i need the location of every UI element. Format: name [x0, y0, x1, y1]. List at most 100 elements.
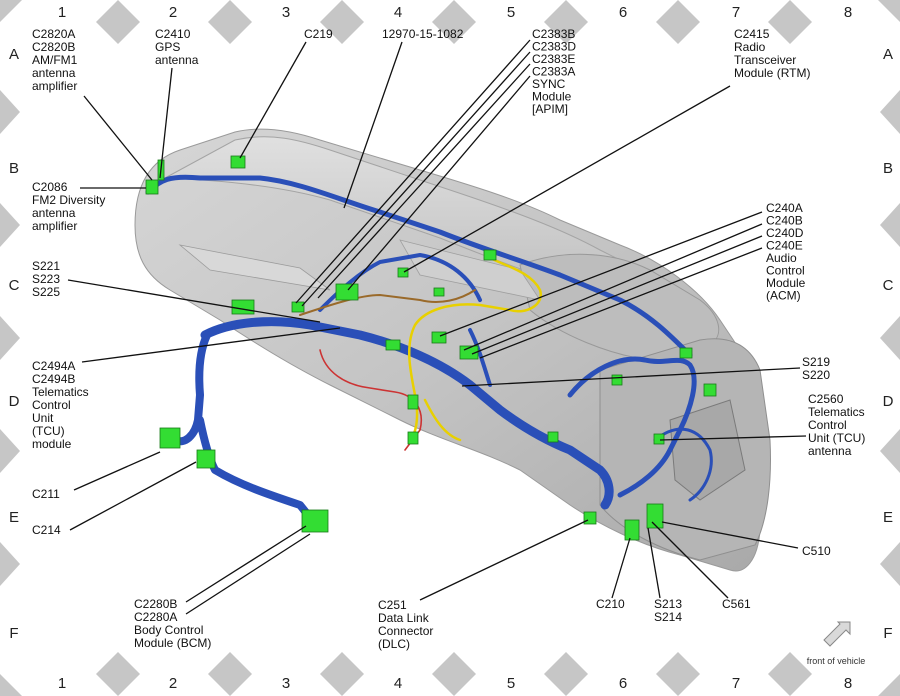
callout-c2415-rtm: C2415 Radio Transceiver Module (RTM) [734, 27, 810, 80]
connector-c211 [159, 427, 181, 449]
leader-c2383e [317, 63, 531, 299]
leader-c2410 [159, 67, 173, 179]
grid-row-e: E [9, 509, 19, 526]
callout-s213: S213 S214 [654, 597, 685, 624]
grid-col-8: 8 [844, 4, 852, 21]
callout-c2410: C2410 GPS antenna [155, 27, 199, 67]
connector-center-2 [433, 287, 445, 297]
leader-c2560 [659, 435, 807, 441]
connector-c251 [583, 511, 597, 525]
leader-s213 [647, 527, 661, 599]
connector-c2383 [335, 283, 359, 301]
callout-part-number: 12970-15-1082 [382, 27, 464, 41]
callout-c210: C210 [596, 597, 625, 611]
grid-row-b-right: B [883, 160, 893, 177]
leader-lines [67, 39, 807, 615]
grid-row-d-right: D [883, 393, 894, 410]
leader-c2280b [185, 525, 307, 603]
leader-c214 [69, 461, 197, 531]
border-diamonds-left [0, 90, 20, 586]
grid-col-4-bottom: 4 [394, 675, 402, 692]
callout-c219: C219 [304, 27, 333, 41]
leader-c2383d [301, 51, 531, 307]
grid-column-labels-bottom: 1 2 3 4 5 6 7 8 [58, 675, 852, 692]
callout-c2280-bcm: C2280B C2280A Body Control Module (BCM) [134, 597, 211, 650]
connector-center-3 [385, 339, 401, 351]
leader-c219 [239, 41, 307, 159]
leader-s219 [461, 367, 801, 387]
callout-c214: C214 [32, 523, 61, 537]
grid-col-1: 1 [58, 4, 66, 21]
connector-left-panel [231, 299, 255, 315]
callout-s221: S221 S223 S225 [32, 259, 63, 299]
connector-c2410 [703, 383, 717, 397]
connector-right-1 [679, 347, 693, 359]
grid-col-2-bottom: 2 [169, 675, 177, 692]
connector-c240 [431, 331, 447, 344]
grid-row-c-right: C [883, 277, 894, 294]
grid-row-a-right: A [883, 46, 893, 63]
leader-c2415 [403, 85, 731, 273]
callout-c2494-tcu: C2494A C2494B Telematics Control Unit (T… [32, 359, 92, 451]
border-diamonds-top [0, 0, 900, 44]
grid-col-5-bottom: 5 [507, 675, 515, 692]
grid-row-b: B [9, 160, 19, 177]
grid-row-a: A [9, 46, 19, 63]
connector-c510 [646, 503, 664, 529]
grid-col-7: 7 [732, 4, 740, 21]
grid-col-6-bottom: 6 [619, 675, 627, 692]
connector-c2280 [301, 509, 329, 533]
grid-row-f: F [9, 625, 18, 642]
callout-c211: C211 [32, 487, 60, 501]
front-of-vehicle-label: front of vehicle [807, 656, 866, 666]
callout-c240-acm: C240A C240B C240D C240E Audio Control Mo… [766, 201, 809, 303]
leader-c240b [463, 223, 763, 351]
grid-col-6: 6 [619, 4, 627, 21]
callout-c2383-sync: C2383B C2383D C2383E C2383A SYNC Module … [532, 27, 579, 116]
leader-c240a [439, 211, 763, 337]
grid-column-labels-top: 1 2 3 4 5 6 7 8 [58, 4, 852, 21]
leader-c2280a [185, 533, 311, 615]
leader-c251 [419, 519, 589, 601]
leader-c2383b [295, 39, 531, 304]
connector-c2086 [145, 179, 159, 195]
leader-c2494 [81, 327, 341, 363]
callout-c2560-antenna: C2560 Telematics Control Unit (TCU) ante… [808, 392, 869, 458]
grid-row-e-right: E [883, 509, 893, 526]
connector-s221 [291, 301, 305, 313]
grid-col-3-bottom: 3 [282, 675, 290, 692]
connector-c219 [230, 155, 246, 169]
callout-c251-dlc: C251 Data Link Connector (DLC) [378, 598, 437, 651]
callout-labels: C2820A C2820B AM/FM1 antenna amplifier C… [32, 27, 869, 651]
callout-c510: C510 [802, 544, 831, 558]
connector-center-5 [407, 431, 419, 445]
leader-s221 [67, 279, 321, 323]
connector-center-1 [483, 249, 497, 261]
leader-c211 [73, 451, 161, 491]
front-of-vehicle-indicator: front of vehicle [807, 621, 866, 666]
connector-right-3 [611, 374, 623, 386]
wire-red [319, 349, 422, 451]
connector-center-4 [407, 394, 419, 410]
leader-c561 [651, 521, 729, 599]
harness-right-loop [567, 356, 697, 498]
front-arrow-icon [823, 621, 851, 647]
connectors [145, 155, 717, 541]
grid-col-2: 2 [169, 4, 177, 21]
leader-c2383a [347, 75, 531, 291]
harness-main-blue [200, 317, 614, 510]
border-diamonds-bottom [0, 652, 900, 696]
grid-row-c: C [9, 277, 20, 294]
leader-c240e [479, 247, 763, 359]
grid-row-labels-right: A B C D E F [883, 46, 894, 642]
connector-right-2 [547, 431, 559, 443]
grid-row-labels-left: A B C D E F [9, 46, 20, 642]
callout-s219: S219 S220 [802, 355, 833, 382]
callout-c561: C561 [722, 597, 751, 611]
grid-row-f-right: F [883, 625, 892, 642]
wire-harnesses [145, 174, 713, 524]
grid-col-1-bottom: 1 [58, 675, 66, 692]
grid-col-7-bottom: 7 [732, 675, 740, 692]
panel-vent-strip [178, 244, 331, 291]
